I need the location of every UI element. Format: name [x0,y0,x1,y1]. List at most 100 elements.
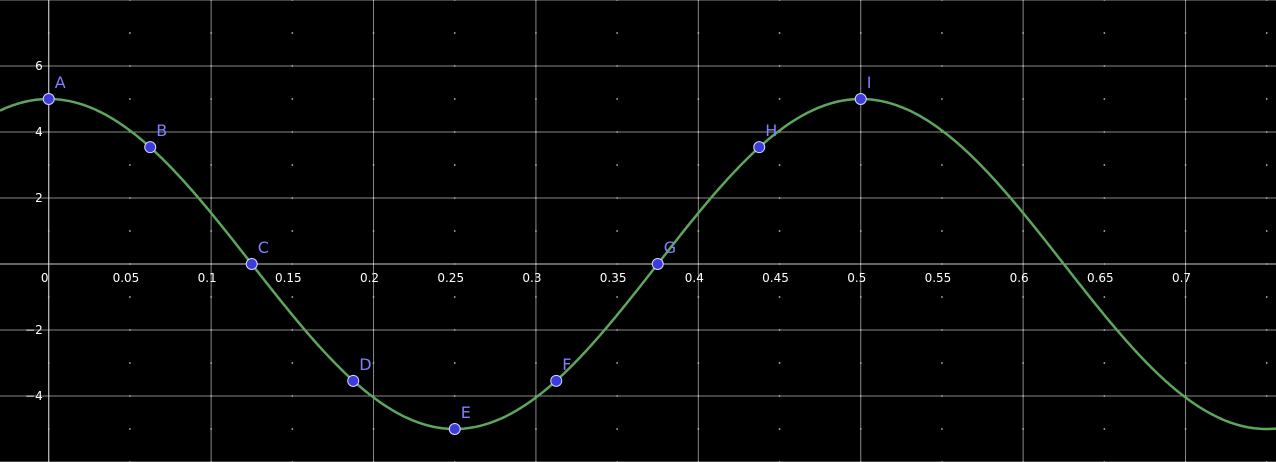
grid-dot [535,164,537,166]
grid-dot [291,0,294,1]
grid-dot [859,65,862,67]
grid-dot [778,164,781,166]
grid-dot [1103,395,1106,397]
grid-dot [697,296,700,298]
grid-dot [291,230,294,232]
grid-dot [1103,131,1106,133]
grid-dot [535,329,537,331]
grid-dot [859,230,862,232]
grid-dot [210,32,213,34]
grid-dot [291,98,294,100]
grid-dot [1103,164,1106,166]
grid-dot [1184,296,1187,298]
grid-dot [129,65,131,67]
grid-dot [1103,329,1106,331]
grid-dot [210,395,213,397]
grid-dot [453,32,456,34]
grid-dot [129,296,131,298]
grid-dot [210,0,213,1]
grid-dot [941,197,943,199]
grid-dot [616,164,619,166]
grid-dot [453,197,456,199]
grid-dot [210,98,213,100]
grid-dot [535,197,537,199]
point-C [245,258,258,270]
grid-dot [697,65,700,67]
y-tick-label: 2 [35,191,43,205]
point-D [347,374,360,387]
grid-dot [453,362,456,364]
grid-dot [210,230,213,232]
point-label-E: E [461,403,471,422]
grid-dot [535,98,537,100]
grid-dot [372,329,375,331]
grid-dot [1265,65,1268,67]
point-F [550,374,563,387]
grid-dot [697,362,700,364]
x-tick-label: 0.6 [1010,271,1029,285]
grid-dot [1184,131,1187,133]
grid-dot [1184,428,1187,430]
grid-dot [697,428,700,430]
grid-dot [778,362,781,364]
grid-dot [778,329,781,331]
grid-dot [1265,395,1268,397]
grid-dot [616,329,619,331]
grid-dot [941,329,943,331]
grid-dot [697,32,700,34]
grid-dot [372,32,375,34]
grid-dot [535,131,537,133]
x-tick-label: 0.1 [198,271,217,285]
y-tick-label: −4 [25,389,43,403]
grid-dot [535,230,537,232]
y-tick-label: 4 [35,125,43,139]
grid-dot [210,131,213,133]
grid-dot [616,131,619,133]
grid-dot [1184,0,1187,1]
grid-dot [535,65,537,67]
grid-dot [859,362,862,364]
grid-dot [616,32,619,34]
grid-dot [778,197,781,199]
grid-dot [1022,329,1025,331]
grid-dot [616,296,619,298]
x-tick-label: 0.5 [847,271,866,285]
grid-dot [129,362,131,364]
grid-dot [129,164,131,166]
grid-dot [1265,0,1268,1]
grid-dot [1184,164,1187,166]
grid-dot [1265,230,1268,232]
grid-dot [941,296,943,298]
grid-dot [778,395,781,397]
x-tick-label: 0.55 [925,271,952,285]
grid-dot [697,395,700,397]
grid-dot [535,296,537,298]
grid-dot [453,230,456,232]
grid-dot [1184,65,1187,67]
grid-dot [291,32,294,34]
grid-dot [210,164,213,166]
grid-dot [372,65,375,67]
point-label-D: D [359,355,371,374]
grid-dot [210,362,213,364]
x-tick-label: 0.45 [762,271,789,285]
y-tick-label: −2 [25,323,43,337]
grid-dot [1022,230,1025,232]
grid-dot [453,131,456,133]
grid-dot [291,65,294,67]
grid-dot [616,98,619,100]
x-tick-label: 0.65 [1087,271,1114,285]
grid-dot [1184,329,1187,331]
point-label-B: B [156,121,167,140]
grid-dot [129,428,131,430]
point-label-F: F [562,355,571,374]
grid-dot [1265,362,1268,364]
grid-dot [372,0,375,1]
grid-dot [616,362,619,364]
grid-dot [1022,197,1025,199]
grid-dot [859,395,862,397]
grid-dot [1022,296,1025,298]
